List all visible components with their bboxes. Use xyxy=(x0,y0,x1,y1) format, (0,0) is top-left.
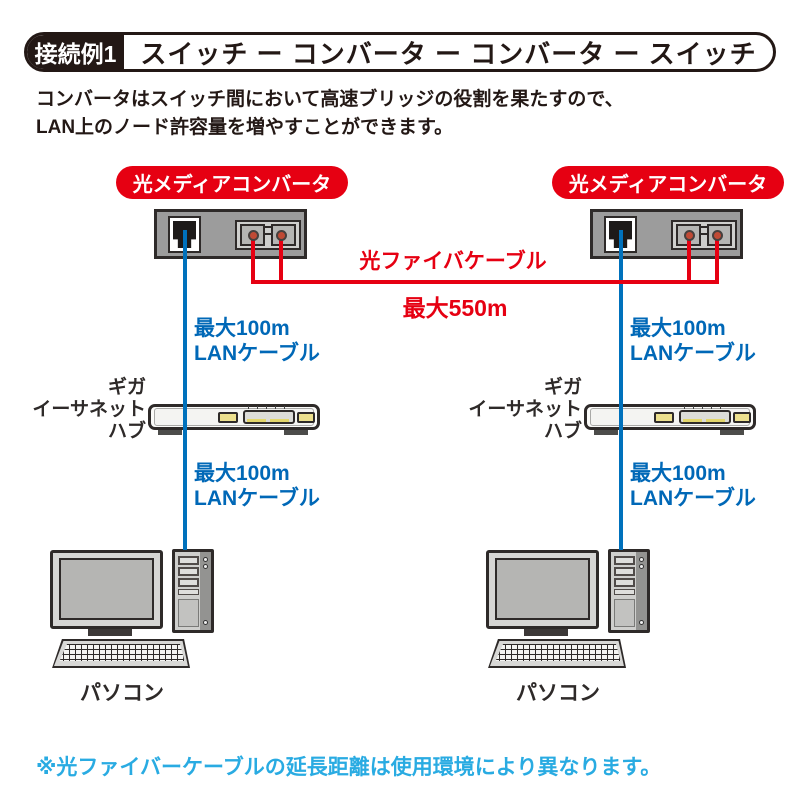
hub-port-uplink xyxy=(297,412,315,423)
hub-foot xyxy=(594,428,618,435)
hub-label-line-1: ギガ xyxy=(543,377,582,398)
fiber-port-dot xyxy=(712,230,723,241)
footnote: ※光ファイバーケーブルの延長距離は使用環境により異なります。 xyxy=(36,756,662,779)
description-line-2: LAN上のノード許容量を増やすことができます。 xyxy=(36,116,454,138)
tower-drive-bay xyxy=(614,589,635,595)
hub-port-ticks xyxy=(248,406,292,409)
description-text: コンバータはスイッチ間において高速ブリッジの役割を果たすので、 LAN上のノード… xyxy=(36,86,624,141)
hub-led xyxy=(270,419,289,422)
tower-screw xyxy=(203,620,208,625)
hub-label-line-2: イーサネット xyxy=(32,399,146,420)
hub-port-uplink xyxy=(733,412,751,423)
lan-max-distance: 最大100m xyxy=(630,317,726,340)
tower-drive-bay xyxy=(614,578,635,587)
lan-cable-label-lower: 最大100m LANケーブル xyxy=(194,461,364,511)
hub-label-line-1: ギガ xyxy=(107,377,146,398)
hub-led xyxy=(706,419,725,422)
fiber-port-dot xyxy=(248,230,259,241)
description-line-1: コンバータはスイッチ間において高速ブリッジの役割を果たすので、 xyxy=(36,89,624,110)
tower-drive-bay xyxy=(178,589,199,595)
hub-led xyxy=(683,419,702,422)
hub-foot xyxy=(158,428,182,435)
tower-drive-bay xyxy=(178,567,199,576)
tower-button xyxy=(639,564,644,569)
lan-cable-name: LANケーブル xyxy=(194,342,320,365)
fiber-cable-drop-right xyxy=(279,235,283,284)
lan-max-distance: 最大100m xyxy=(194,317,290,340)
hub-label-line-3: ハブ xyxy=(107,421,146,442)
header-bar: 接続例1 スイッチ ー コンバータ ー コンバータ ー スイッチ xyxy=(24,32,776,72)
header-title: スイッチ ー コンバータ ー コンバータ ー スイッチ xyxy=(140,38,757,69)
monitor-stand xyxy=(88,629,132,636)
lan-max-distance: 最大100m xyxy=(194,462,290,485)
tower-lower-panel xyxy=(178,599,199,627)
lan-cable-line xyxy=(183,230,187,550)
lan-max-distance: 最大100m xyxy=(630,462,726,485)
lan-cable-name: LANケーブル xyxy=(630,342,756,365)
fiber-connector-tab xyxy=(699,226,709,235)
tower-button xyxy=(639,557,644,562)
media-converter-label-badge: 光メディアコンバータ xyxy=(116,166,348,199)
tower-side-strip xyxy=(200,552,211,630)
fiber-cable-drop-left xyxy=(251,235,255,284)
lan-cable-label-upper: 最大100m LANケーブル xyxy=(194,316,364,366)
lan-cable-label-lower: 最大100m LANケーブル xyxy=(630,461,800,511)
tower-lower-panel xyxy=(614,599,635,627)
fiber-cable-drop-right xyxy=(715,235,719,284)
fiber-cable-line xyxy=(251,280,719,284)
tower-drive-bay xyxy=(178,578,199,587)
lan-cable-name: LANケーブル xyxy=(194,487,320,510)
hub-label-line-3: ハブ xyxy=(543,421,582,442)
pc-label: パソコン xyxy=(80,682,164,705)
tower-drive-bay xyxy=(178,556,199,565)
hub-label: ギガ イーサネット ハブ xyxy=(14,377,146,443)
fiber-cable-label: 光ファイバケーブル xyxy=(359,250,547,273)
tower-button xyxy=(203,564,208,569)
fiber-max-distance: 最大550m xyxy=(402,295,508,321)
tower-screw xyxy=(639,620,644,625)
hub-led xyxy=(247,419,266,422)
fiber-port-dot xyxy=(684,230,695,241)
pc-screen xyxy=(59,558,154,620)
keyboard-keys xyxy=(495,644,621,661)
hub-label: ギガ イーサネット ハブ xyxy=(450,377,582,443)
hub-foot xyxy=(284,428,308,435)
pc-keyboard xyxy=(45,635,195,675)
media-converter-label-badge: 光メディアコンバータ xyxy=(552,166,784,199)
right-network-column: 光メディアコンバータ 最大100m LANケーブル ギガ イーサネット ハブ xyxy=(436,0,800,800)
tower-drive-bay xyxy=(614,556,635,565)
fiber-port-dot xyxy=(276,230,287,241)
pc-keyboard xyxy=(481,635,631,675)
pc-label: パソコン xyxy=(516,682,600,705)
hub-port-single xyxy=(654,412,674,423)
monitor-stand xyxy=(524,629,568,636)
hub-port-single xyxy=(218,412,238,423)
pc-screen xyxy=(495,558,590,620)
connection-example-badge: 接続例1 xyxy=(27,35,124,69)
lan-cable-label-upper: 最大100m LANケーブル xyxy=(630,316,800,366)
hub-label-line-2: イーサネット xyxy=(468,399,582,420)
fiber-connector-tab xyxy=(263,226,273,235)
fiber-cable-drop-left xyxy=(687,235,691,284)
hub-port-ticks xyxy=(684,406,728,409)
tower-drive-bay xyxy=(614,567,635,576)
lan-cable-line xyxy=(619,230,623,550)
hub-foot xyxy=(720,428,744,435)
keyboard-keys xyxy=(59,644,185,661)
tower-button xyxy=(203,557,208,562)
tower-side-strip xyxy=(636,552,647,630)
lan-cable-name: LANケーブル xyxy=(630,487,756,510)
